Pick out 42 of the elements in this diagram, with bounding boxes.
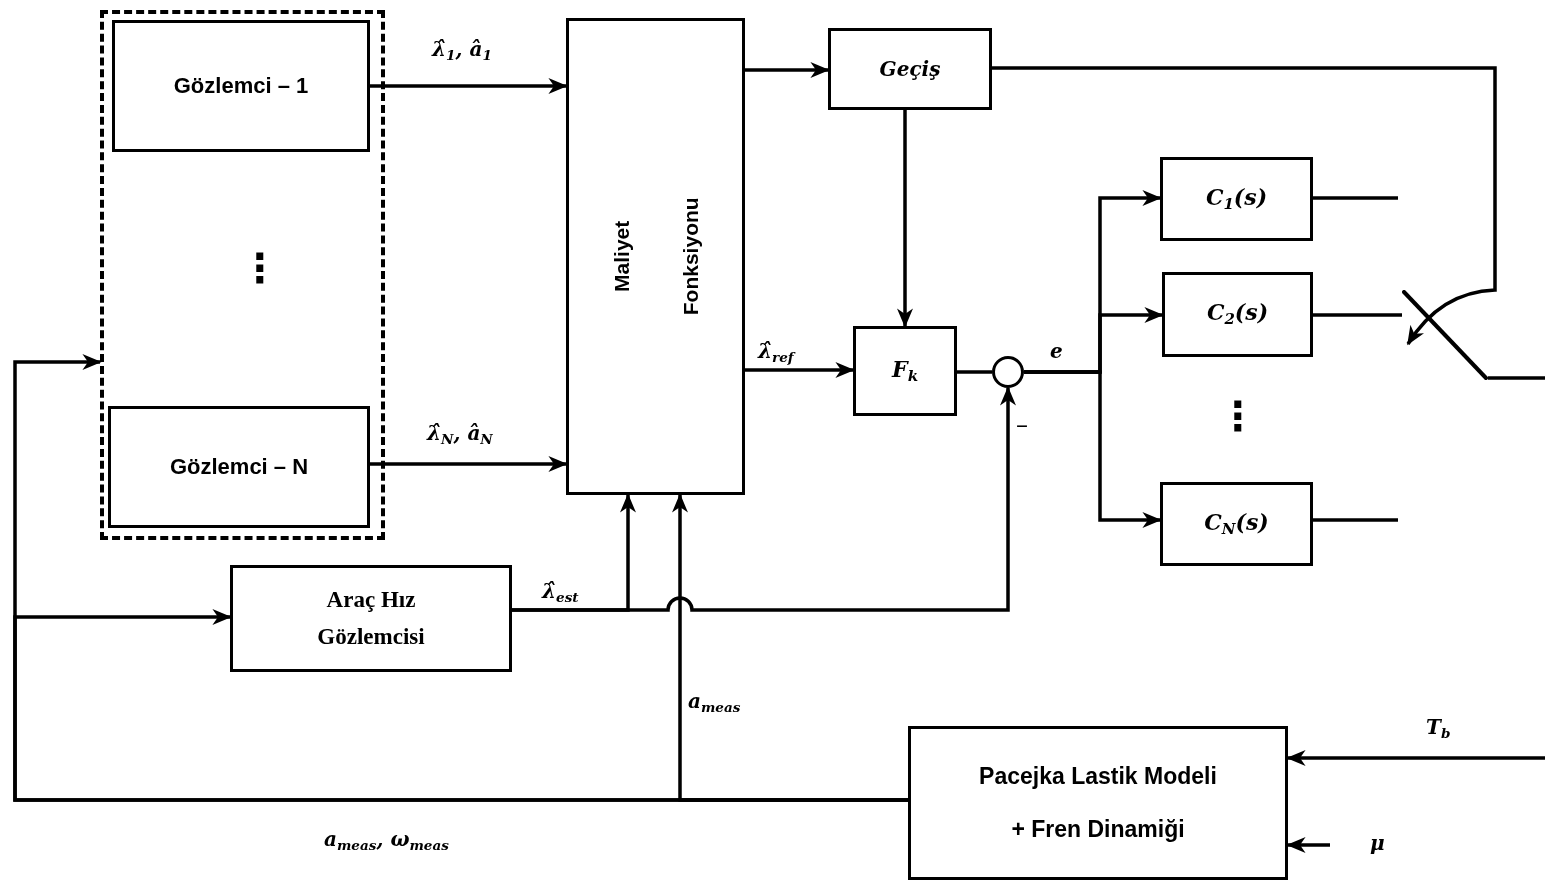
node-label: C$_{1}$(s)	[1205, 183, 1268, 215]
arrow	[1286, 837, 1330, 853]
arrow	[512, 386, 1016, 612]
arrow	[370, 456, 568, 472]
observer-box	[112, 20, 370, 152]
dashed-group-box	[100, 10, 385, 540]
node-label: Gözlemci – 1	[173, 72, 309, 100]
observer-box	[108, 406, 370, 528]
transition-box	[828, 28, 992, 110]
arrow	[745, 62, 830, 78]
node-label: C$_{2}$(s)	[1206, 299, 1269, 330]
estimator-box	[230, 565, 512, 672]
controller-box	[1160, 157, 1313, 241]
arrow	[745, 362, 855, 378]
node-label: Geçiş	[879, 57, 941, 81]
tire-model-box	[908, 726, 1288, 880]
arrow	[370, 78, 568, 94]
arrow	[897, 110, 913, 328]
connector-line	[1313, 518, 1398, 522]
controller-box	[1160, 482, 1313, 566]
edge-label: λ̂$_{ref}$	[756, 340, 796, 366]
summing-junction	[992, 356, 1024, 388]
switch-symbol	[1402, 290, 1488, 380]
connector-line	[1313, 196, 1398, 200]
ellipsis: ⋮	[240, 248, 280, 288]
connector-line	[1488, 376, 1545, 380]
node-label: C$_{N}$(s)	[1204, 508, 1269, 540]
node-label: Araç Hız Gözlemcisi	[316, 585, 426, 651]
node-label: F$_{k}$	[892, 355, 918, 387]
connector-line	[1313, 313, 1402, 317]
node-label: Gözlemci – N	[169, 453, 309, 481]
arrow	[992, 66, 1497, 346]
controller-box	[1162, 272, 1313, 357]
connector-line	[957, 370, 992, 374]
arrow	[1024, 370, 1162, 528]
arrow	[13, 354, 908, 802]
filter-box	[853, 326, 957, 416]
arrow	[1286, 750, 1545, 766]
node-label: Maliyet Fonksiyonu	[608, 196, 703, 318]
cost-function-box	[566, 18, 745, 495]
ellipsis: ⋮	[1218, 396, 1258, 436]
node-label: Pacejka Lastik Modeli + Fren Dinamiği	[978, 762, 1218, 844]
